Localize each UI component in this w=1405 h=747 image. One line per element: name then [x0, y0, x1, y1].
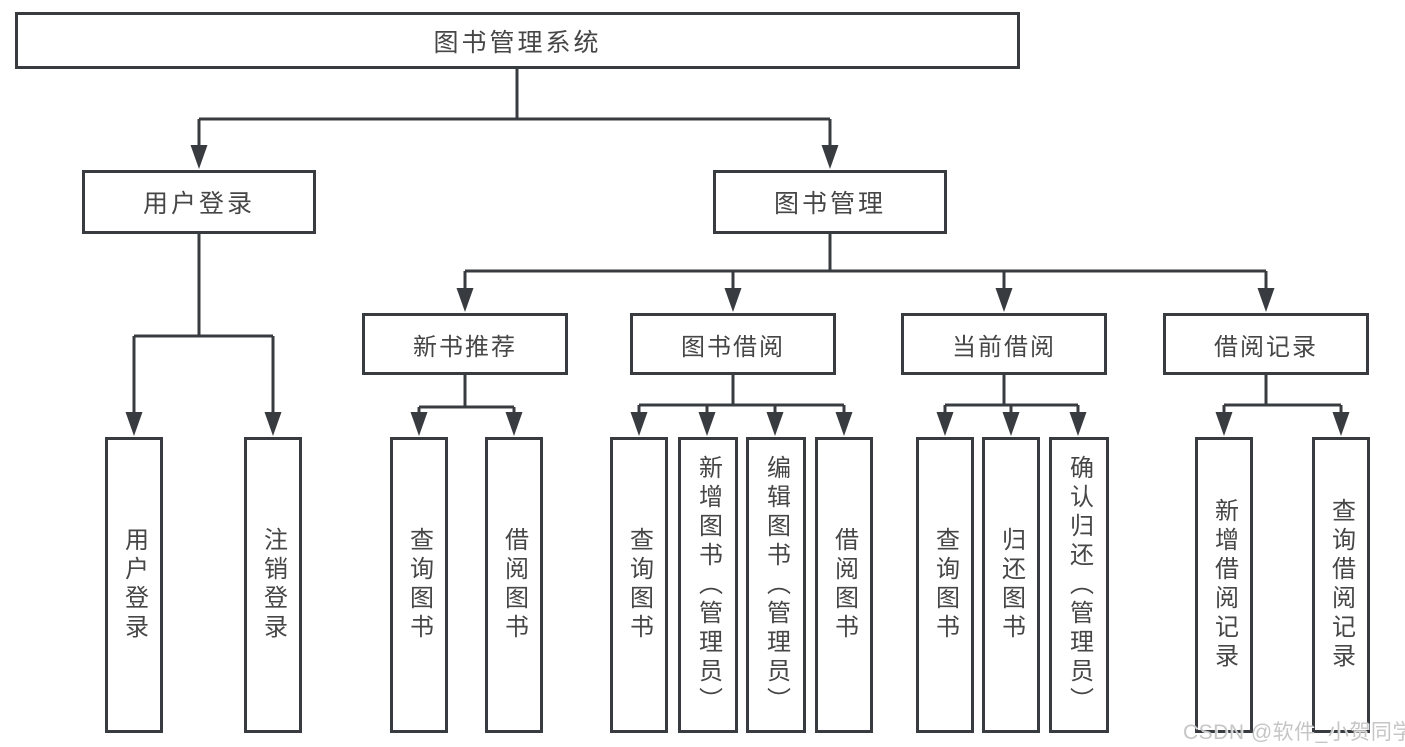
arrowhead-icon [1332, 412, 1350, 436]
leaf-newbooks-query-books: 查询图书 [390, 437, 448, 733]
node-user-login-label: 用户登录 [142, 190, 255, 218]
leaf-newbooks-query-books-label: 查询图书 [405, 527, 433, 643]
edge-current-to-leaves [936, 375, 1087, 436]
arrowhead-icon [505, 412, 523, 436]
arrowhead-icon [125, 412, 143, 436]
leaf-borrowing-query-books: 查询图书 [610, 437, 668, 733]
arrowhead-icon [1257, 288, 1275, 312]
leaf-current-return-books-label: 归还图书 [997, 527, 1025, 643]
node-new-book-recommend: 新书推荐 [362, 313, 568, 375]
leaf-newbooks-borrow-books: 借阅图书 [485, 437, 543, 733]
node-book-borrowing-label: 图书借阅 [681, 333, 785, 361]
leaf-borrowing-add-books-admin-label: 新增图书（管理员） [694, 454, 722, 716]
arrowhead-icon [190, 145, 208, 169]
edge-user-login-to-leaves [125, 234, 282, 436]
node-root-label: 图书管理系统 [433, 28, 602, 57]
csdn-watermark: CSDN @软件_小贺同学 [1183, 721, 1405, 744]
leaf-records-add-borrow-record: 新增借阅记录 [1195, 437, 1253, 733]
leaf-current-return-books: 归还图书 [982, 437, 1040, 733]
edge-records-to-leaves [1215, 375, 1350, 436]
arrowhead-icon [1215, 412, 1233, 436]
leaf-logout-label: 注销登录 [259, 527, 287, 643]
node-borrowing-records-label: 借阅记录 [1214, 333, 1318, 361]
leaf-user-login-label: 用户登录 [120, 527, 148, 643]
arrowhead-icon [698, 412, 716, 436]
leaf-borrowing-edit-books-admin-label: 编辑图书（管理员） [762, 454, 790, 716]
leaf-current-query-books-label: 查询图书 [931, 527, 959, 643]
arrowhead-icon [1069, 412, 1087, 436]
arrowhead-icon [835, 412, 853, 436]
node-new-book-recommend-label: 新书推荐 [413, 333, 517, 361]
node-root: 图书管理系统 [15, 12, 1020, 69]
node-book-management: 图书管理 [713, 170, 947, 234]
leaf-current-confirm-return-admin: 确认归还（管理员） [1049, 437, 1109, 733]
leaf-borrowing-borrow-books-label: 借阅图书 [830, 527, 858, 643]
leaf-borrowing-query-books-label: 查询图书 [625, 527, 653, 643]
arrowhead-icon [456, 288, 474, 312]
arrowhead-icon [766, 412, 784, 436]
arrowhead-icon [724, 288, 742, 312]
arrowhead-icon [936, 412, 954, 436]
arrowhead-icon [410, 412, 428, 436]
edge-book-mgmt-to-level3 [456, 234, 1275, 312]
leaf-records-query-borrow-record-label: 查询借阅记录 [1327, 498, 1355, 672]
leaf-records-add-borrow-record-label: 新增借阅记录 [1210, 498, 1238, 672]
leaf-records-query-borrow-record: 查询借阅记录 [1312, 437, 1370, 733]
arrowhead-icon [995, 288, 1013, 312]
node-book-borrowing: 图书借阅 [630, 313, 836, 375]
arrowhead-icon [1002, 412, 1020, 436]
leaf-current-confirm-return-admin-label: 确认归还（管理员） [1065, 454, 1093, 716]
node-current-borrowing: 当前借阅 [901, 313, 1107, 375]
edge-new-books-to-leaves [410, 375, 523, 436]
node-book-management-label: 图书管理 [773, 190, 886, 218]
edge-root-to-level2 [190, 69, 839, 169]
node-current-borrowing-label: 当前借阅 [952, 333, 1056, 361]
leaf-current-query-books: 查询图书 [916, 437, 974, 733]
leaf-borrowing-add-books-admin: 新增图书（管理员） [678, 437, 738, 733]
leaf-borrowing-edit-books-admin: 编辑图书（管理员） [746, 437, 806, 733]
node-borrowing-records: 借阅记录 [1163, 313, 1369, 375]
leaf-borrowing-borrow-books: 借阅图书 [815, 437, 873, 733]
leaf-logout: 注销登录 [244, 437, 302, 733]
edge-borrowing-to-leaves [630, 375, 853, 436]
leaf-newbooks-borrow-books-label: 借阅图书 [500, 527, 528, 643]
arrowhead-icon [264, 412, 282, 436]
node-user-login: 用户登录 [82, 170, 316, 234]
arrowhead-icon [630, 412, 648, 436]
leaf-user-login: 用户登录 [105, 437, 163, 733]
arrowhead-icon [821, 145, 839, 169]
